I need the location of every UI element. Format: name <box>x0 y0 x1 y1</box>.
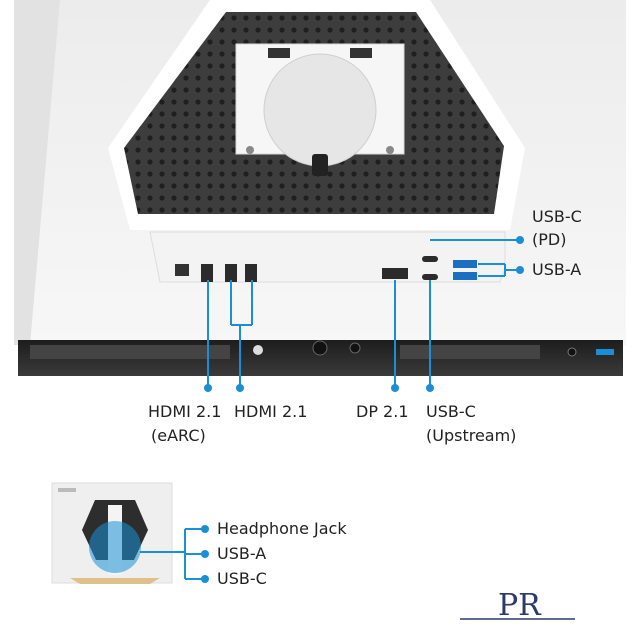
vesa-recess <box>263 53 377 167</box>
thumbnail-base <box>70 578 160 584</box>
bezel-vent-right <box>400 345 540 359</box>
hdmi-port-3 <box>245 264 257 282</box>
shell-edge-left <box>14 0 60 345</box>
hdmi-port-2 <box>225 264 237 282</box>
vesa-screw-1 <box>246 146 254 154</box>
bezel-vent-left <box>30 345 230 359</box>
thumbnail-highlight <box>89 521 141 573</box>
hdmi-port-1 <box>201 264 213 282</box>
usba-port-2 <box>453 272 477 280</box>
bezel-button-2 <box>312 340 328 356</box>
callout-lines <box>207 239 520 388</box>
cable-clip <box>312 154 328 176</box>
usba-port-1 <box>453 260 477 268</box>
vesa-slot-right <box>350 48 372 58</box>
vesa-slot-left <box>268 48 290 58</box>
label-usbc-pd-1: USB-C <box>532 207 582 226</box>
label-usbc-pd-2: (PD) <box>532 230 567 249</box>
usbc-upstream-port <box>422 274 438 280</box>
callout-dots <box>204 236 524 392</box>
vesa-screw-2 <box>386 146 394 154</box>
label-dp: DP 2.1 <box>356 402 409 421</box>
label-headphone-jack: Headphone Jack <box>217 519 347 538</box>
label-side-usba: USB-A <box>217 544 267 563</box>
svg-text:PR: PR <box>498 588 542 623</box>
bezel-usba <box>596 349 614 355</box>
label-hdmi-earc-2: (eARC) <box>151 426 206 445</box>
side-callout-dots <box>201 525 209 583</box>
usbc-pd-port <box>422 256 438 262</box>
brand-logo: PR <box>460 588 575 623</box>
power-port <box>175 264 189 276</box>
label-side-usbc: USB-C <box>217 569 267 588</box>
label-hdmi: HDMI 2.1 <box>234 402 308 421</box>
label-usbc-upstream-2: (Upstream) <box>426 426 517 445</box>
bezel-button-1 <box>253 345 263 355</box>
label-usbc-upstream-1: USB-C <box>426 402 476 421</box>
bezel-button-3 <box>349 342 361 354</box>
thumbnail-logo <box>58 488 76 492</box>
dp-port <box>382 268 408 279</box>
bezel-headphone-jack <box>567 347 577 357</box>
label-hdmi-earc-1: HDMI 2.1 <box>148 402 222 421</box>
label-usba: USB-A <box>532 260 582 279</box>
